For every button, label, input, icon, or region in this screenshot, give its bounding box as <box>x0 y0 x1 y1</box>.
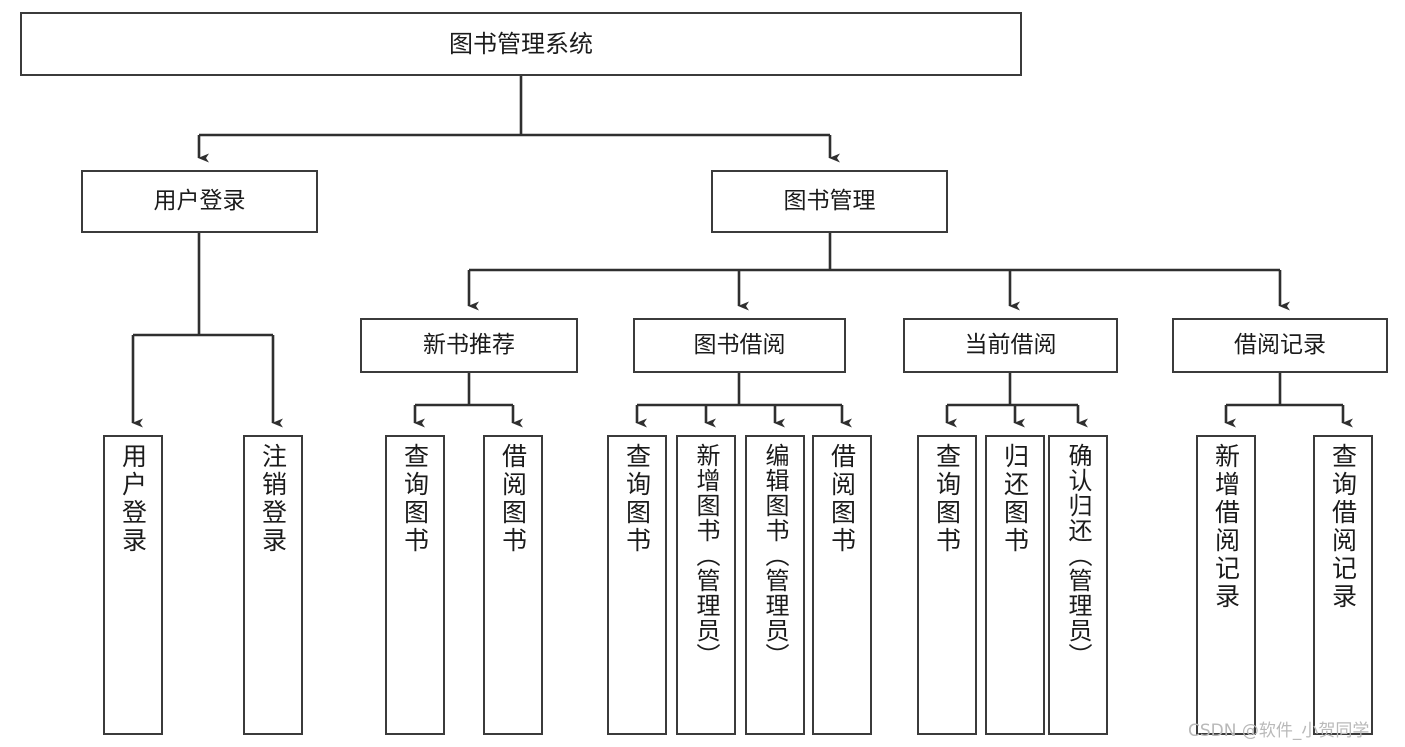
node-label: 图书借阅 <box>693 331 786 358</box>
node-label: 归还图书 <box>1000 443 1030 555</box>
node-book-borrow[interactable]: 图书借阅 <box>633 318 846 373</box>
node-label: 新增图书（管理员） <box>692 443 720 668</box>
node-label: 用户登录 <box>118 443 148 555</box>
node-label: 新增借阅记录 <box>1211 443 1241 611</box>
node-label: 查询图书 <box>400 443 430 555</box>
leaf-return-book[interactable]: 归还图书 <box>985 435 1045 735</box>
leaf-query-book-2[interactable]: 查询图书 <box>607 435 667 735</box>
node-label: 借阅记录 <box>1234 331 1326 358</box>
node-label: 当前借阅 <box>964 331 1057 358</box>
node-label: 查询图书 <box>622 443 652 555</box>
node-book-manage[interactable]: 图书管理 <box>711 170 948 233</box>
node-label: 新书推荐 <box>423 331 515 358</box>
leaf-query-book-1[interactable]: 查询图书 <box>385 435 445 735</box>
node-label: 查询图书 <box>932 443 962 555</box>
node-label: 注销登录 <box>258 443 288 555</box>
node-root-system[interactable]: 图书管理系统 <box>20 12 1022 76</box>
leaf-add-record[interactable]: 新增借阅记录 <box>1196 435 1256 735</box>
node-label: 用户登录 <box>153 187 246 214</box>
node-label: 编辑图书（管理员） <box>761 443 789 668</box>
leaf-confirm-return[interactable]: 确认归还（管理员） <box>1048 435 1108 735</box>
node-new-book-rec[interactable]: 新书推荐 <box>360 318 578 373</box>
leaf-query-book-3[interactable]: 查询图书 <box>917 435 977 735</box>
node-current-borrow[interactable]: 当前借阅 <box>903 318 1118 373</box>
node-label: 确认归还（管理员） <box>1064 443 1092 668</box>
node-label: 查询借阅记录 <box>1328 443 1358 611</box>
node-label: 图书管理 <box>783 187 876 214</box>
node-label: 图书管理系统 <box>449 29 593 58</box>
watermark: CSDN @软件_小贺同学 <box>1188 721 1370 741</box>
leaf-query-record[interactable]: 查询借阅记录 <box>1313 435 1373 735</box>
leaf-logout[interactable]: 注销登录 <box>243 435 303 735</box>
node-label: 借阅图书 <box>827 443 857 555</box>
leaf-user-login[interactable]: 用户登录 <box>103 435 163 735</box>
node-borrow-record[interactable]: 借阅记录 <box>1172 318 1388 373</box>
leaf-borrow-book-1[interactable]: 借阅图书 <box>483 435 543 735</box>
node-label: 借阅图书 <box>498 443 528 555</box>
node-user-login[interactable]: 用户登录 <box>81 170 318 233</box>
leaf-borrow-book-2[interactable]: 借阅图书 <box>812 435 872 735</box>
leaf-add-book[interactable]: 新增图书（管理员） <box>676 435 736 735</box>
leaf-edit-book[interactable]: 编辑图书（管理员） <box>745 435 805 735</box>
